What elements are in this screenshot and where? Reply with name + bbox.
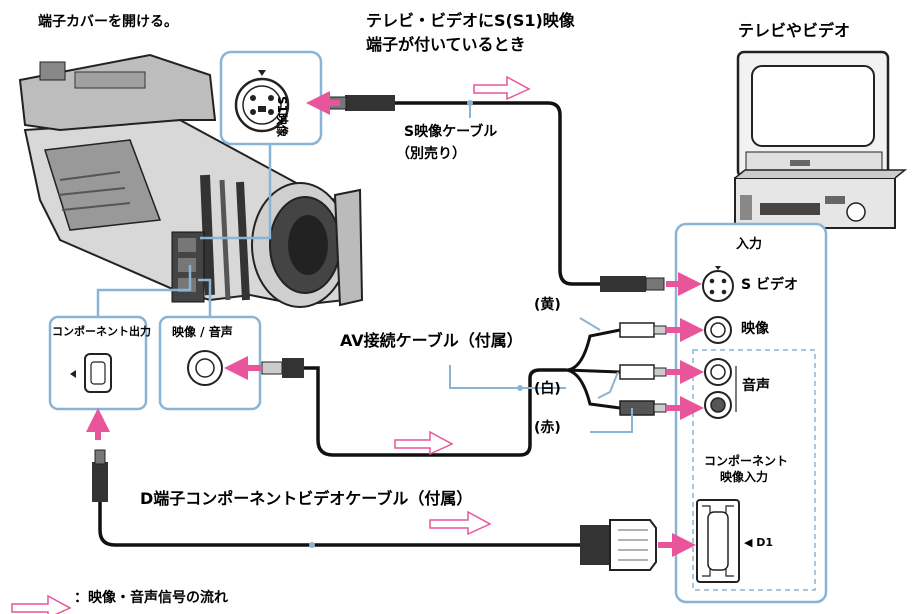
open-cover-label: 端子カバーを開ける。 <box>38 14 178 30</box>
audio-input-label: 音声 <box>742 378 770 394</box>
d1-label: ◀ D1 <box>744 536 774 549</box>
input-label: 入力 <box>736 237 763 252</box>
av-out-label: 映像 / 音声 <box>172 325 233 339</box>
signal-flow-arrow-2 <box>394 430 454 456</box>
s1-jack-label: S1映像 <box>275 96 289 137</box>
signal-flow-arrow-3 <box>429 510 492 536</box>
camcorder-illustration <box>18 53 364 308</box>
s1-jack-callout <box>200 50 323 240</box>
tv-input-panel <box>674 222 828 604</box>
component-in-label-line2: 映像入力 <box>720 470 769 484</box>
legend-label: ：映像・音声信号の流れ <box>74 590 228 606</box>
connection-arrows <box>86 91 704 557</box>
av-out-callout <box>158 278 262 411</box>
s-video-title-line2: 端子が付いているとき <box>366 35 526 54</box>
signal-flow-arrows <box>11 75 531 614</box>
s-cable-label-line2: （別売り） <box>396 146 466 162</box>
yellow-label: (黄) <box>534 297 561 313</box>
vcr-illustration <box>734 169 908 229</box>
signal-flow-arrow-1 <box>473 75 531 101</box>
cables <box>92 95 667 571</box>
d-cable-label: D端子コンポーネントビデオケーブル（付属） <box>140 489 473 508</box>
legend-flow-arrow <box>11 594 72 614</box>
s-video-title-line1: テレビ・ビデオにS(S1)映像 <box>366 11 575 30</box>
s-video-input-label: S ビデオ <box>741 277 798 293</box>
video-input-label: 映像 <box>741 321 769 337</box>
red-label: (赤) <box>534 420 561 436</box>
white-label: (白) <box>534 381 561 397</box>
tv-illustration <box>736 50 890 179</box>
component-in-label-line1: コンポーネント <box>704 454 789 468</box>
label-leaders <box>309 100 633 548</box>
s-cable-label-line1: S映像ケーブル <box>404 124 498 140</box>
tv-vcr-label: テレビやビデオ <box>738 21 851 40</box>
av-cable-label: AV接続ケーブル（付属） <box>340 331 523 350</box>
component-out-label: コンポーネント出力 <box>52 325 151 338</box>
